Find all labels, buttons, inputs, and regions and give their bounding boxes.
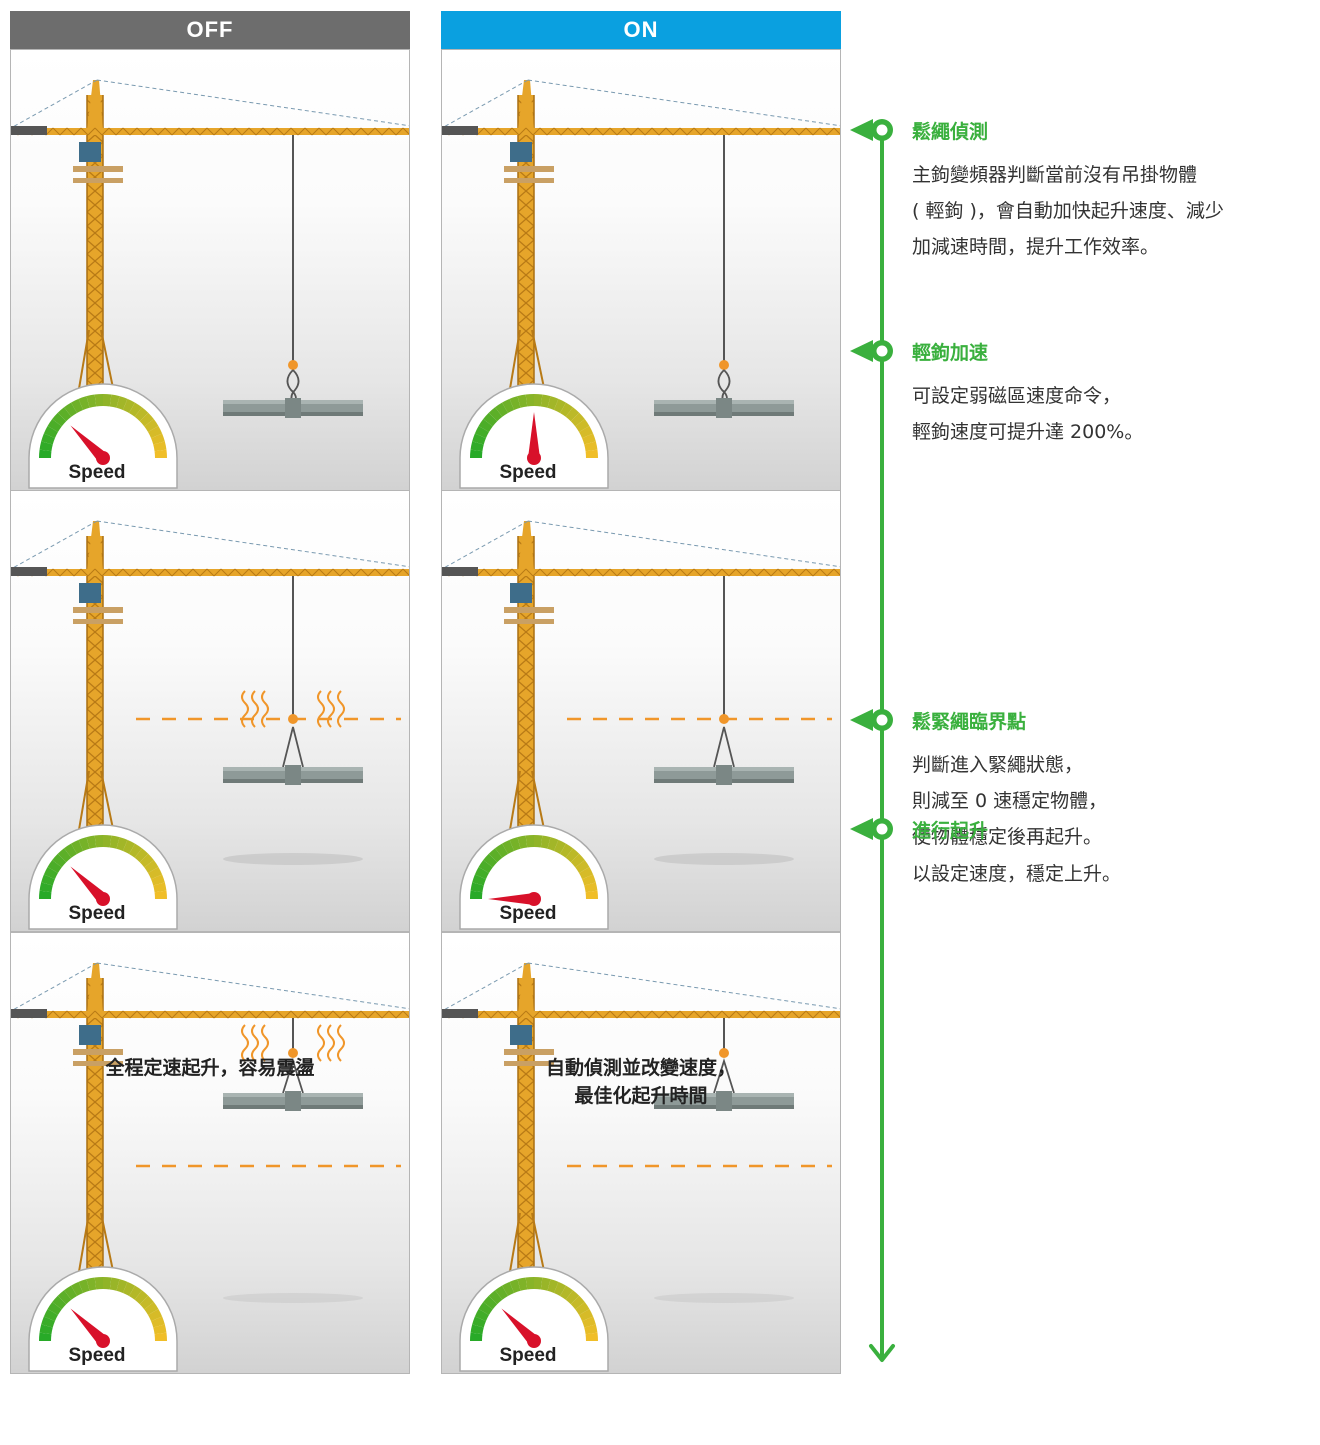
on-caption-line-2: 最佳化起升時間 [574,1085,708,1107]
off-panel-3: Speed [10,932,410,1374]
step-4-title: 進行起升 [912,820,989,842]
on-speed-label-1: Speed [499,462,557,483]
off-speed-label-1: Speed [68,462,126,483]
off-crane-scene-2 [11,520,409,930]
on-panel-3: Speed [441,932,841,1374]
off-speed-label-3: Speed [68,1345,126,1366]
timeline-marker-1 [850,119,893,141]
on-speed-label-3: Speed [499,1345,557,1366]
off-column-header: OFF [10,11,410,49]
on-caption: 自動偵測並改變速度， 最佳化起升時間 [441,1054,841,1110]
off-crane-scene-1 [11,79,409,489]
on-panel-2: Speed [441,490,841,932]
on-panel-1: Speed [441,49,841,491]
off-speed-gauge-3 [28,1266,178,1372]
on-speed-gauge-2 [459,824,609,930]
on-crane-scene-2 [442,520,840,930]
timeline-arrow [850,119,895,1362]
off-speed-label-2: Speed [68,903,126,924]
step-4-description: 以設定速度，穩定上升。 [912,863,1122,885]
step-3-title: 鬆緊繩臨界點 [912,711,1027,733]
off-crane-scene-3 [11,962,409,1372]
step-2-title: 輕鉤加速 [912,342,989,364]
step-1-description: 主鉤變頻器判斷當前沒有吊掛物體 ( 輕鉤 )，會自動加快起升速度、減少 加減速時… [912,164,1224,258]
off-panel-2: Speed [10,490,410,932]
on-crane-scene-3 [442,962,840,1372]
on-caption-line-1: 自動偵測並改變速度， [545,1057,736,1079]
timeline-marker-2 [850,340,893,362]
off-speed-gauge-2 [28,824,178,930]
timeline-marker-4 [850,818,893,840]
off-speed-gauge-1 [28,383,178,489]
on-speed-gauge-1 [459,383,609,489]
on-speed-gauge-3 [459,1266,609,1372]
step-3-description: 判斷進入緊繩狀態， 則減至 0 速穩定物體， 使物體穩定後再起升。 [912,754,1108,848]
timeline-marker-3 [850,709,893,731]
on-column-header: ON [441,11,841,49]
on-crane-scene-1 [442,79,840,489]
on-speed-label-2: Speed [499,903,557,924]
step-1-title: 鬆繩偵測 [912,121,989,143]
step-2-description: 可設定弱磁區速度命令， 輕鉤速度可提升達 200%。 [912,385,1144,443]
off-panel-1: Speed [10,49,410,491]
off-caption: 全程定速起升，容易震盪 [105,1057,315,1079]
